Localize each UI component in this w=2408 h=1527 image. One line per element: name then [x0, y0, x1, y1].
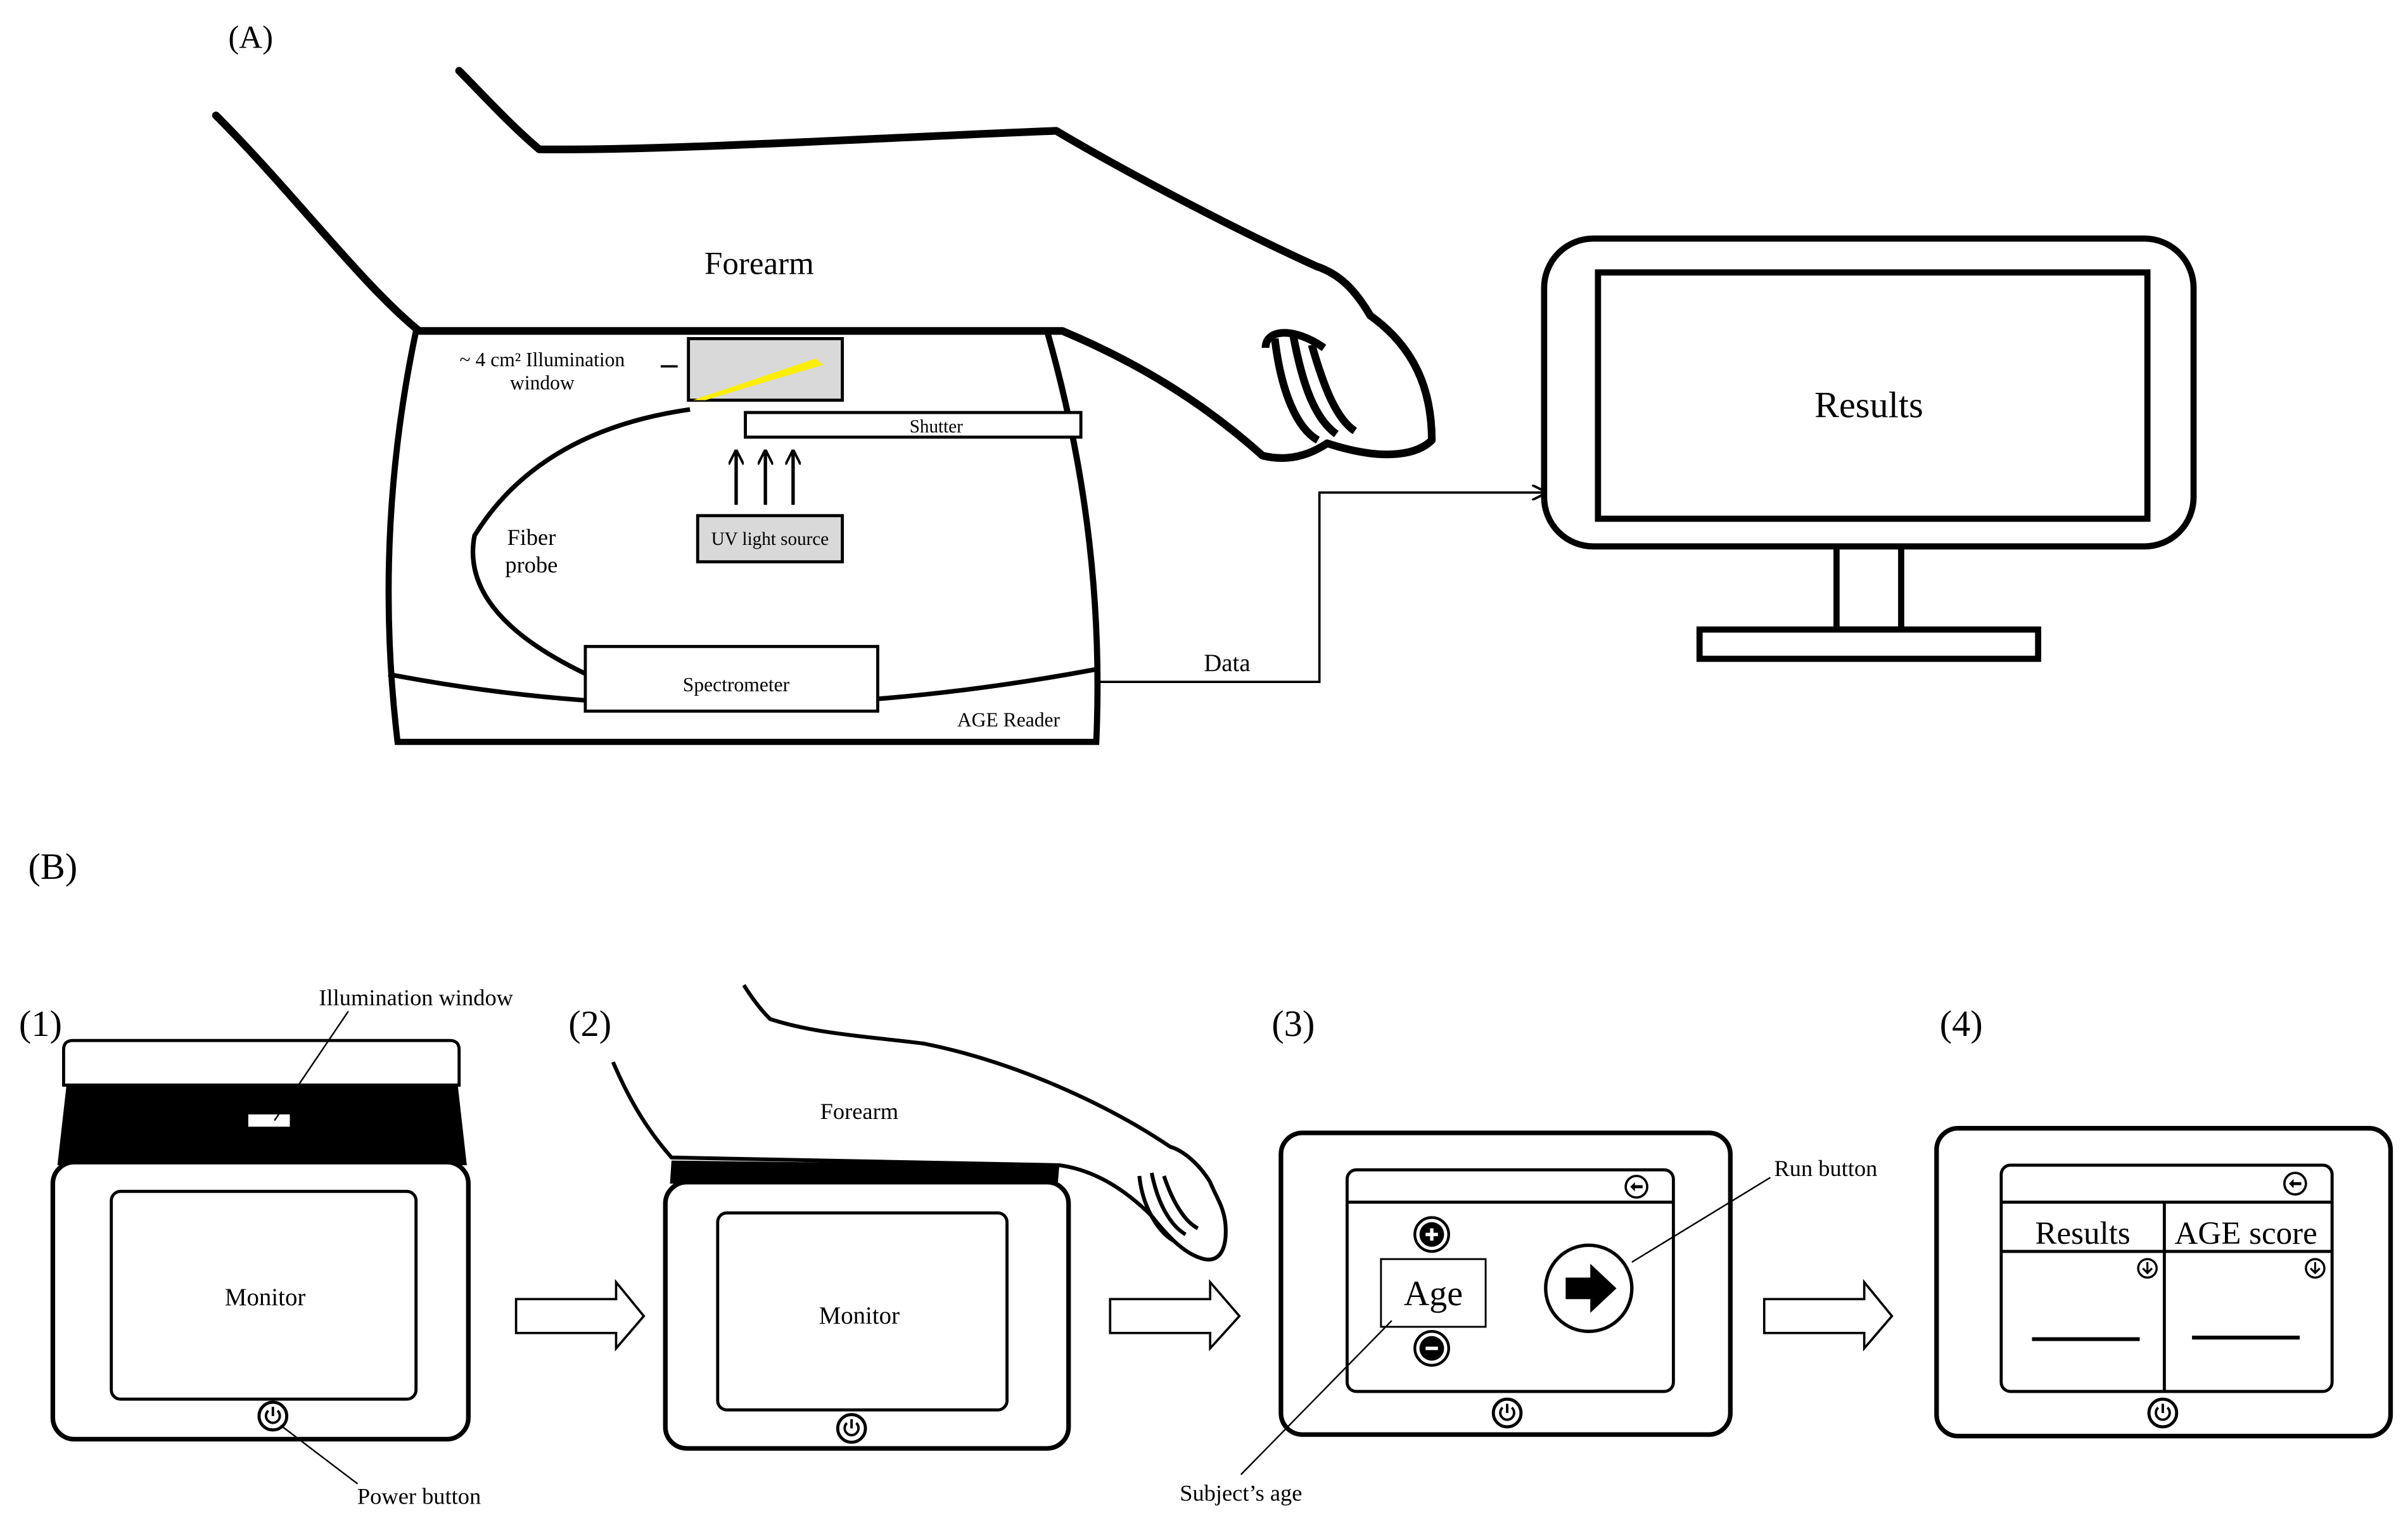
device1-screen — [110, 1189, 418, 1401]
monitor-label-2: Monitor — [819, 1302, 900, 1329]
forearm-label-b: Forearm — [820, 1099, 898, 1124]
hand-finger-3 — [1308, 343, 1358, 435]
fiber-probe-label-1: Fiber — [507, 525, 556, 550]
step-1-label: (1) — [19, 1003, 62, 1044]
illumination-window-b-pointer — [274, 1011, 349, 1121]
monitor-stand-base — [1696, 626, 2042, 662]
illumination-window-b — [248, 1114, 290, 1127]
step-4-label: (4) — [1940, 1003, 1983, 1044]
run-button-pointer — [1631, 1177, 1771, 1263]
age-score-column-header: AGE score — [2175, 1216, 2317, 1251]
forearm-label-a: Forearm — [704, 246, 814, 281]
run-button-label: Run button — [1774, 1156, 1877, 1181]
power-icon-3 — [1499, 1403, 1515, 1421]
shutter — [744, 411, 1083, 439]
fiber-probe-label-2: probe — [505, 553, 557, 578]
download-icon-age-score — [2310, 1262, 2321, 1275]
uv-light-source-label: UV light source — [711, 529, 829, 549]
device2-black-band — [670, 1160, 1060, 1184]
monitor-label-1: Monitor — [225, 1284, 305, 1311]
back-arrow-icon-3 — [1630, 1182, 1643, 1192]
hand-finger-1 — [1271, 338, 1320, 444]
spectrometer-label: Spectrometer — [683, 674, 790, 696]
spectrometer — [583, 644, 879, 713]
power-button-label: Power button — [357, 1483, 481, 1509]
device4-screen — [1999, 1163, 2334, 1393]
shutter-label: Shutter — [910, 417, 963, 437]
illumination-window-label-1: ~ 4 cm² Illumination — [460, 348, 625, 371]
power-button-pointer — [280, 1424, 359, 1485]
uv-light-source — [696, 514, 844, 564]
fiber-probe-loop — [470, 407, 691, 680]
hand-b-finger-2 — [1149, 1172, 1187, 1236]
power-button-1[interactable] — [257, 1400, 289, 1432]
subjects-age-pointer — [1240, 1320, 1392, 1476]
illumination-window-label-2: window — [510, 372, 575, 394]
hand-finger-2 — [1289, 335, 1339, 437]
plus-icon — [1425, 1228, 1438, 1241]
device1-lid — [61, 1038, 461, 1087]
device2-screen — [716, 1211, 1009, 1412]
results-label-a: Results — [1814, 384, 1923, 425]
age-input[interactable] — [1380, 1258, 1487, 1328]
illumination-window — [687, 337, 844, 402]
step-3-label: (3) — [1271, 1003, 1315, 1044]
power-icon-2 — [843, 1419, 860, 1436]
hand-b-finger-1 — [1137, 1175, 1175, 1243]
results-column-header: Results — [2035, 1216, 2131, 1251]
step-arrow-2 — [1109, 1279, 1241, 1351]
monitor-stand-neck — [1833, 543, 1904, 633]
step-2-label: (2) — [568, 1003, 611, 1044]
hand-b-finger-3 — [1162, 1175, 1199, 1230]
results-monitor-screen — [1595, 269, 2151, 522]
subjects-age-label: Subject’s age — [1180, 1481, 1302, 1506]
run-arrow-icon — [1565, 1263, 1617, 1313]
hand-fingertip — [1261, 329, 1327, 352]
forearm-silhouette — [212, 67, 1436, 462]
power-icon-4 — [2155, 1403, 2171, 1421]
uv-beam — [692, 359, 824, 400]
back-arrow-icon-4 — [2289, 1179, 2302, 1189]
illumination-window-b-label: Illumination window — [319, 985, 513, 1010]
data-label: Data — [1204, 649, 1250, 677]
download-icon-results — [2142, 1262, 2153, 1275]
panel-b-label: (B) — [29, 846, 78, 887]
power-icon-1 — [264, 1407, 281, 1424]
age-reader-label: AGE Reader — [957, 709, 1061, 731]
step-arrow-3 — [1762, 1279, 1894, 1351]
forearm-silhouette-b — [611, 984, 1228, 1262]
age-input-value: Age — [1404, 1274, 1463, 1313]
step-arrow-1 — [514, 1279, 646, 1351]
panel-a-label: (A) — [228, 20, 273, 55]
data-connector — [1096, 492, 1544, 683]
